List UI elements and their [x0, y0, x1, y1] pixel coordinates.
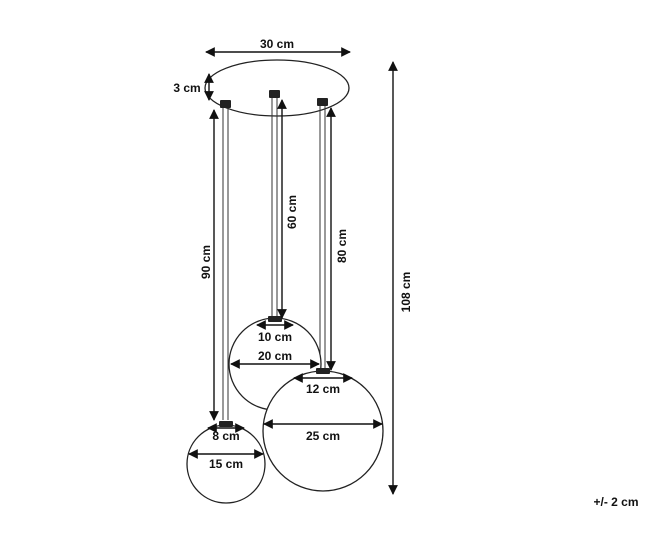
connector-right	[317, 98, 328, 106]
cord-right	[319, 106, 326, 370]
cord-left-label: 90 cm	[199, 245, 213, 279]
connector-middle	[269, 90, 280, 98]
cord-left	[222, 108, 229, 420]
total-height-label: 108 cm	[399, 272, 413, 313]
shade-medium-width-label: 20 cm	[258, 349, 292, 363]
shade-large-top-label: 12 cm	[306, 382, 340, 396]
cord-middle-label: 60 cm	[285, 195, 299, 229]
shade-small-width-label: 15 cm	[209, 457, 243, 471]
shade-medium-top-label: 10 cm	[258, 330, 292, 344]
shade-small-top-label: 8 cm	[212, 429, 239, 443]
cord-right-label: 80 cm	[335, 229, 349, 263]
canopy-height-label: 3 cm	[173, 81, 200, 95]
tolerance-note: +/- 2 cm	[593, 495, 638, 509]
cap-medium	[268, 316, 282, 322]
shade-large-width-label: 25 cm	[306, 429, 340, 443]
connector-left	[220, 100, 231, 108]
canopy-width-label: 30 cm	[260, 37, 294, 51]
cord-middle	[271, 98, 278, 318]
cap-small	[219, 421, 233, 427]
cap-large	[316, 368, 330, 374]
